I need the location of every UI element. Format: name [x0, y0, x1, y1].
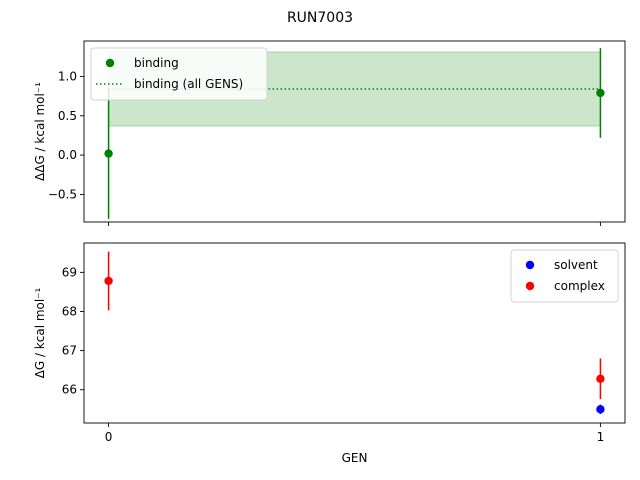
- x-axis-label: GEN: [342, 451, 368, 465]
- legend-label: binding (all GENS): [134, 77, 243, 91]
- x-tick-label: 1: [597, 430, 605, 444]
- legend: binding binding (all GENS): [90, 47, 268, 101]
- data-point: [104, 276, 113, 286]
- legend-label: complex: [554, 279, 605, 293]
- data-point: [104, 149, 113, 158]
- y-tick-label: 68: [62, 304, 77, 318]
- data-point: [596, 88, 605, 98]
- panel-dg: 66 67 68 69 0 1 ΔG / kcal mol⁻¹ GEN solvent compl…: [33, 242, 626, 465]
- y-tick-label: 1.0: [58, 69, 77, 83]
- legend-frame: [510, 249, 619, 303]
- legend-label: solvent: [554, 258, 598, 272]
- x-tick-label: 0: [105, 430, 113, 444]
- y-axis-label: ΔG / kcal mol⁻¹: [33, 287, 47, 378]
- data-point: [596, 374, 605, 383]
- y-tick-label: 69: [62, 265, 77, 279]
- y-tick-label: 67: [62, 344, 77, 358]
- data-point: [596, 405, 605, 414]
- legend-frame: [90, 47, 268, 101]
- y-tick-label: 0.5: [58, 109, 77, 123]
- legend-marker: [525, 281, 535, 291]
- y-tick-label: 66: [62, 383, 77, 397]
- axes-frame: [83, 242, 626, 424]
- legend-label: binding: [134, 56, 179, 70]
- y-axis-label: ΔΔG / kcal mol⁻¹: [33, 82, 47, 181]
- axes-frame: [83, 40, 626, 223]
- y-tick-label: 0.0: [58, 148, 77, 162]
- legend: solvent complex: [510, 249, 619, 303]
- legend-marker: [105, 58, 115, 68]
- legend-marker: [525, 260, 535, 270]
- figure-title: RUN7003: [287, 10, 353, 26]
- y-tick-label: −0.5: [48, 187, 77, 201]
